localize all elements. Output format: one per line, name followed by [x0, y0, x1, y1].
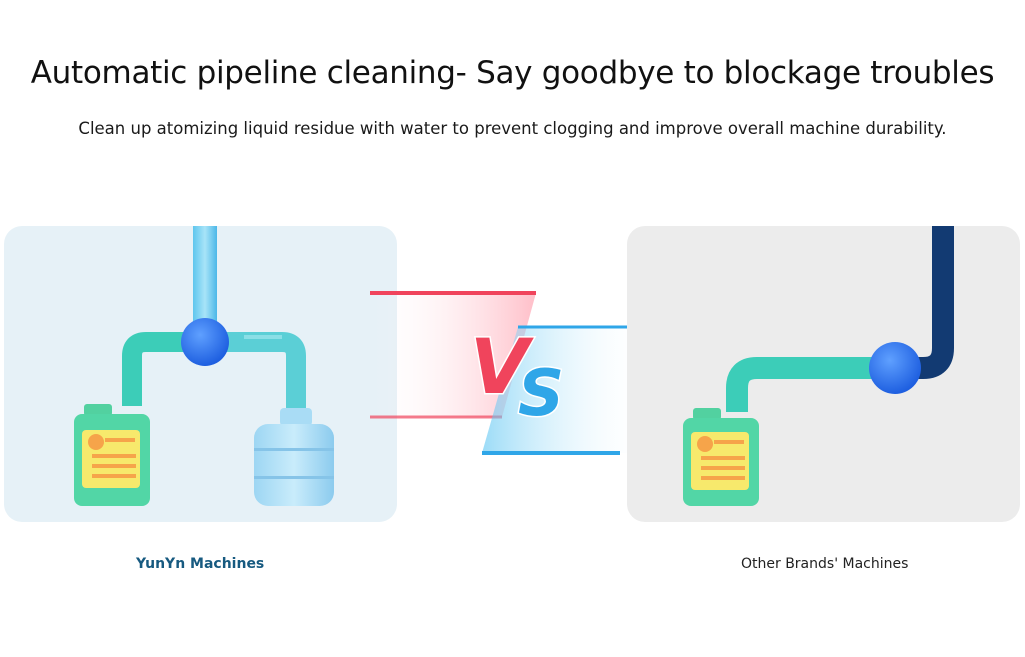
water-bottle-icon — [254, 408, 334, 506]
junction-valve-icon — [181, 318, 229, 366]
detergent-jug-icon — [683, 408, 759, 506]
clogged-pipe-icon — [899, 226, 954, 379]
vs-letter-s: S — [518, 357, 564, 431]
water-inlet-pipe-icon — [193, 226, 217, 334]
yunyn-machines-label: YunYn Machines — [136, 556, 265, 572]
water-pipe-icon — [216, 332, 306, 408]
headline: Automatic pipeline cleaning- Say goodbye… — [30, 55, 995, 91]
vs-letter-v: V — [470, 322, 534, 411]
yunyn-illustration-panel — [4, 226, 397, 522]
detergent-jug-icon — [74, 404, 150, 506]
vs-badge: V S — [370, 285, 650, 460]
subheadline: Clean up atomizing liquid residue with w… — [78, 119, 947, 138]
junction-valve-icon — [869, 342, 921, 394]
detergent-pipe-icon — [122, 332, 194, 406]
other-brands-label: Other Brands' Machines — [741, 556, 909, 572]
detergent-pipe-icon — [726, 357, 877, 412]
other-brands-illustration-panel — [627, 226, 1020, 522]
